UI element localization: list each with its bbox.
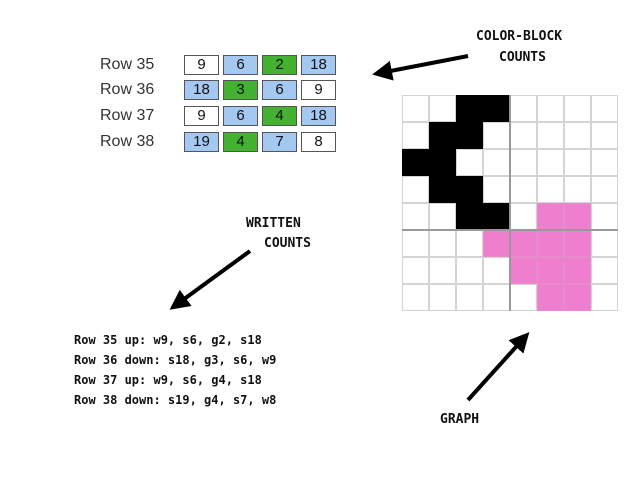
written-label: WRITTEN	[246, 216, 301, 231]
graph-cell	[537, 149, 564, 176]
color-block-counts-label: COUNTS	[499, 50, 546, 65]
count-cell: 6	[262, 80, 297, 100]
graph-cell	[483, 176, 510, 203]
graph-cell	[591, 230, 618, 257]
graph-cell	[510, 176, 537, 203]
graph-cell	[456, 176, 483, 203]
written-count-line: Row 36 down: s18, g3, s6, w9	[74, 353, 277, 367]
graph-cell	[483, 95, 510, 122]
row-label: Row 35	[100, 56, 155, 73]
written-counts-label: COUNTS	[264, 236, 311, 251]
graph-cell	[456, 203, 483, 230]
graph-cell	[564, 284, 591, 311]
graph-cell	[402, 203, 429, 230]
count-cell: 3	[223, 80, 258, 100]
graph-cell	[429, 95, 456, 122]
graph-cell	[429, 176, 456, 203]
graph-cell	[537, 176, 564, 203]
count-cell: 4	[262, 106, 297, 126]
count-cell: 9	[301, 80, 336, 100]
graph-label: GRAPH	[440, 412, 480, 427]
graph-cell	[510, 257, 537, 284]
graph-cell	[456, 257, 483, 284]
graph-cell	[591, 149, 618, 176]
graph-vertical-divider	[509, 95, 511, 311]
count-row: Row 38 19 4 7 8	[100, 132, 360, 154]
graph-cell	[537, 257, 564, 284]
count-cell: 6	[223, 55, 258, 75]
row-label: Row 38	[100, 133, 155, 150]
graph-cell	[456, 95, 483, 122]
graph-cell	[537, 95, 564, 122]
written-count-line: Row 35 up: w9, s6, g2, s18	[74, 333, 262, 347]
graph-cell	[510, 284, 537, 311]
graph-cell	[456, 149, 483, 176]
written-count-line: Row 38 down: s19, g4, s7, w8	[74, 393, 277, 407]
row-label: Row 37	[100, 107, 155, 124]
graph-cell	[510, 95, 537, 122]
written-count-line: Row 37 up: w9, s6, g4, s18	[74, 373, 262, 387]
arrow-to-color-block	[372, 54, 469, 81]
graph-cell	[402, 230, 429, 257]
count-cell: 6	[223, 106, 258, 126]
count-cell: 2	[262, 55, 297, 75]
graph-cell	[564, 149, 591, 176]
count-row: Row 36 18 3 6 9	[100, 80, 360, 102]
graph-cell	[456, 284, 483, 311]
graph-cell	[402, 257, 429, 284]
graph-cell	[564, 176, 591, 203]
count-row: Row 35 9 6 2 18	[100, 55, 360, 77]
graph-cell	[591, 122, 618, 149]
graph-cell	[402, 95, 429, 122]
graph-cell	[591, 284, 618, 311]
graph-horizontal-divider	[402, 229, 618, 231]
graph-cell	[591, 257, 618, 284]
graph-cell	[429, 122, 456, 149]
graph-cell	[564, 257, 591, 284]
count-cell: 9	[184, 106, 219, 126]
row-label: Row 36	[100, 81, 155, 98]
graph-cell	[456, 230, 483, 257]
graph-cell	[429, 149, 456, 176]
graph-cell	[564, 203, 591, 230]
graph-cell	[402, 284, 429, 311]
graph-cell	[429, 284, 456, 311]
color-block-label: COLOR-BLOCK	[476, 29, 563, 44]
graph-cell	[402, 122, 429, 149]
count-row: Row 37 9 6 4 18	[100, 106, 360, 128]
count-cell: 8	[301, 132, 336, 152]
graph-cell	[510, 149, 537, 176]
graph-cell	[402, 176, 429, 203]
arrow-to-graph	[466, 332, 530, 402]
count-cell: 9	[184, 55, 219, 75]
graph-cell	[510, 230, 537, 257]
count-cell: 18	[184, 80, 219, 100]
graph-cell	[402, 149, 429, 176]
graph-cell	[537, 122, 564, 149]
graph-cell	[456, 122, 483, 149]
graph-cell	[591, 95, 618, 122]
pixel-graph	[402, 95, 618, 311]
graph-cell	[483, 149, 510, 176]
graph-cell	[564, 95, 591, 122]
count-cell: 18	[301, 55, 336, 75]
graph-cell	[429, 257, 456, 284]
graph-cell	[537, 284, 564, 311]
count-cell: 4	[223, 132, 258, 152]
count-cell: 19	[184, 132, 219, 152]
count-cell: 7	[262, 132, 297, 152]
arrow-to-written-counts	[169, 249, 252, 310]
graph-cell	[591, 176, 618, 203]
graph-cell	[564, 122, 591, 149]
count-cell: 18	[301, 106, 336, 126]
